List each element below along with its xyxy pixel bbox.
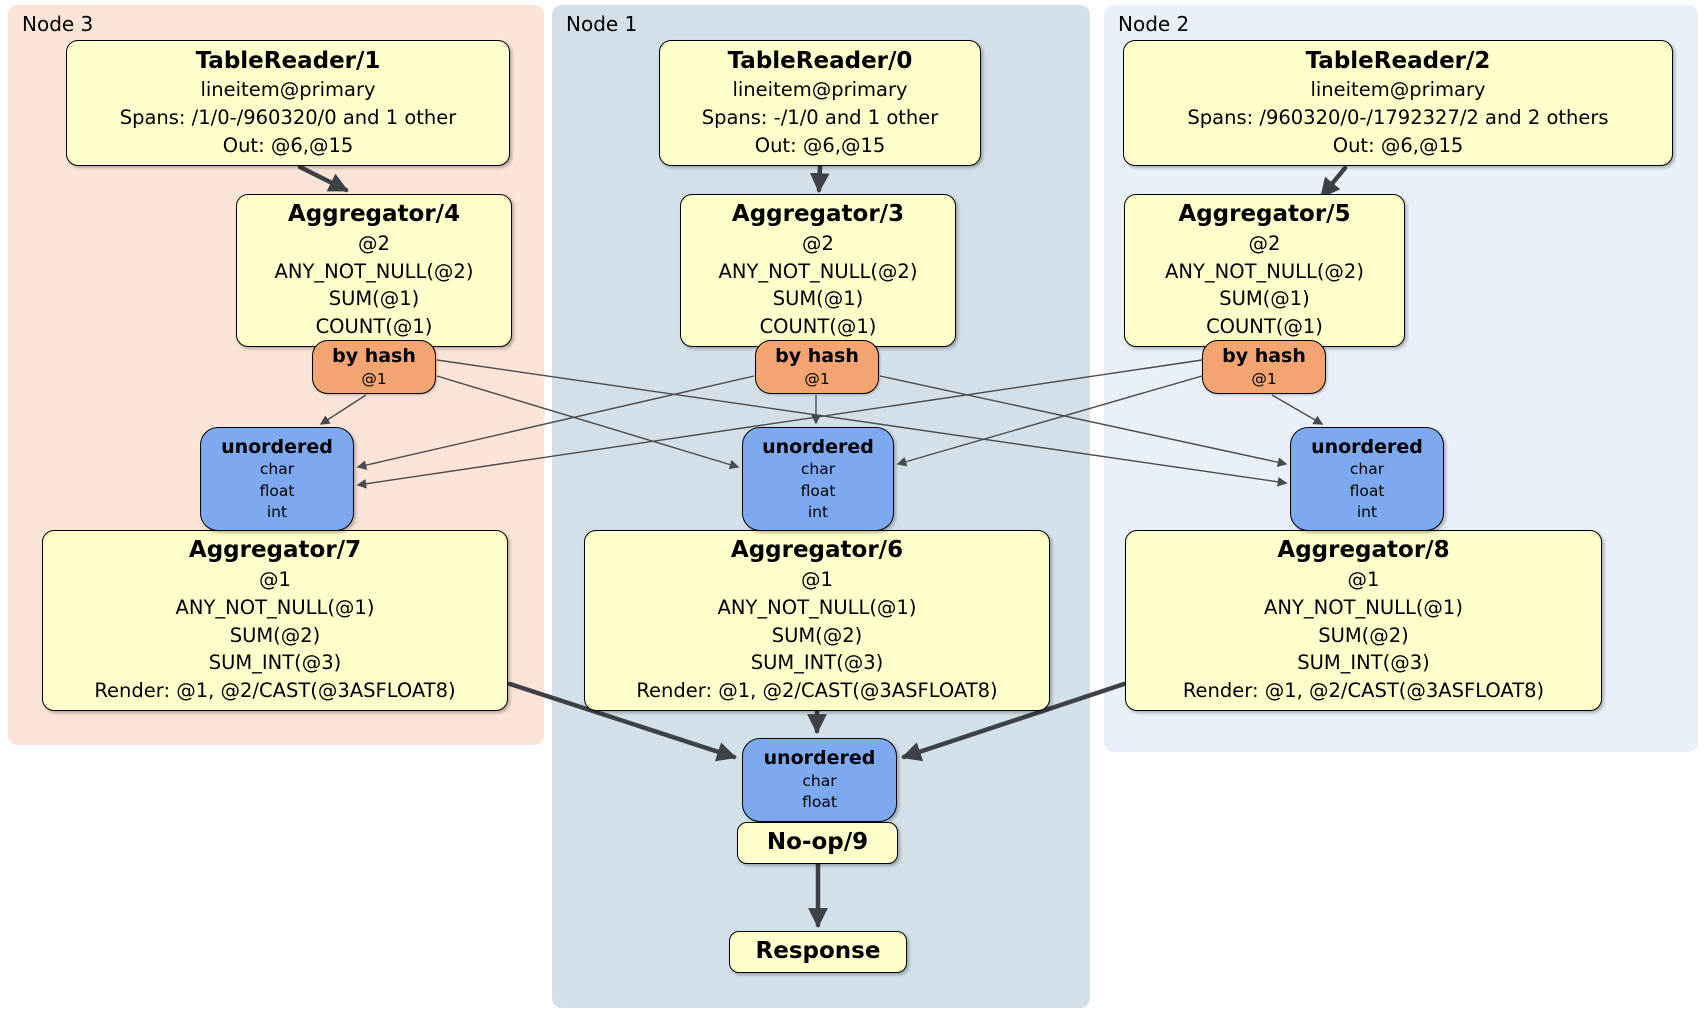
- hash-router-node1-title: by hash: [775, 344, 859, 367]
- hash-router-node1: by hash @1: [755, 340, 879, 394]
- aggregator-7-title: Aggregator/7: [188, 537, 362, 564]
- aggregator-3-box: Aggregator/3 @2 ANY_NOT_NULL(@2) SUM(@1)…: [680, 194, 956, 347]
- aggregator-8-title: Aggregator/8: [1277, 537, 1450, 564]
- edge-hash1-sync3: [356, 375, 755, 470]
- aggregator-6-detail: @1 ANY_NOT_NULL(@1) SUM(@2) SUM_INT(@3) …: [636, 568, 998, 702]
- noop-9-title: No-op/9: [766, 829, 869, 856]
- hash-router-node3-key: @1: [361, 369, 387, 388]
- tablereader-2-box: TableReader/2 lineitem@primary Spans: /9…: [1123, 40, 1673, 166]
- aggregator-8-detail: @1 ANY_NOT_NULL(@1) SUM(@2) SUM_INT(@3) …: [1182, 568, 1545, 702]
- unordered-sync-node2: unordered char float int: [1290, 427, 1444, 531]
- edge-hash1-sync2: [879, 375, 1288, 468]
- node3-label: Node 3: [22, 12, 94, 36]
- aggregator-4-detail: @2 ANY_NOT_NULL(@2) SUM(@1) COUNT(@1): [274, 232, 474, 339]
- hash-router-node3: by hash @1: [312, 340, 436, 394]
- aggregator-5-detail: @2 ANY_NOT_NULL(@2) SUM(@1) COUNT(@1): [1165, 232, 1364, 339]
- unordered-sync-node3: unordered char float int: [200, 427, 354, 531]
- unordered-sync-node1-title: unordered: [762, 435, 874, 458]
- edge-hash3-sync3: [319, 394, 367, 425]
- aggregator-7-box: Aggregator/7 @1 ANY_NOT_NULL(@1) SUM(@2)…: [42, 530, 508, 711]
- edge-tablereader0-aggregator3: [809, 164, 830, 193]
- unordered-sync-node3-title: unordered: [221, 435, 333, 458]
- tablereader-1-title: TableReader/1: [195, 47, 381, 74]
- edge-aggregator8-final-sync: [901, 681, 1127, 762]
- hash-router-node2-title: by hash: [1222, 344, 1306, 367]
- unordered-sync-node2-title: unordered: [1311, 435, 1423, 458]
- aggregator-8-box: Aggregator/8 @1 ANY_NOT_NULL(@1) SUM(@2)…: [1125, 530, 1602, 711]
- edge-tablereader2-aggregator5: [1319, 165, 1348, 199]
- aggregator-7-detail: @1 ANY_NOT_NULL(@1) SUM(@2) SUM_INT(@3) …: [94, 568, 456, 702]
- edge-tablereader1-aggregator4: [297, 164, 349, 193]
- unordered-sync-node2-types: char float int: [1349, 460, 1385, 522]
- hash-router-node3-title: by hash: [332, 344, 416, 367]
- unordered-sync-node1-types: char float int: [800, 460, 836, 522]
- aggregator-6-box: Aggregator/6 @1 ANY_NOT_NULL(@1) SUM(@2)…: [584, 530, 1050, 711]
- tablereader-1-box: TableReader/1 lineitem@primary Spans: /1…: [66, 40, 510, 166]
- tablereader-1-detail: lineitem@primary Spans: /1/0-/960320/0 a…: [119, 78, 457, 157]
- tablereader-2-title: TableReader/2: [1305, 47, 1491, 74]
- hash-router-node2: by hash @1: [1202, 340, 1326, 394]
- hash-router-node2-key: @1: [1251, 369, 1277, 388]
- aggregator-5-box: Aggregator/5 @2 ANY_NOT_NULL(@2) SUM(@1)…: [1124, 194, 1405, 347]
- node2-label: Node 2: [1118, 12, 1190, 36]
- response-title: Response: [755, 938, 881, 965]
- aggregator-3-detail: @2 ANY_NOT_NULL(@2) SUM(@1) COUNT(@1): [718, 232, 918, 339]
- edge-hash3-sync1: [436, 375, 740, 470]
- unordered-sync-node1: unordered char float int: [742, 427, 894, 531]
- edge-hash2-sync1: [896, 375, 1203, 467]
- unordered-sync-node3-types: char float int: [259, 460, 295, 522]
- edge-hash3-sync2: [436, 359, 1288, 487]
- noop-9-box: No-op/9: [737, 822, 898, 864]
- edge-hash2-sync3: [356, 359, 1203, 489]
- node1-label: Node 1: [566, 12, 638, 36]
- final-unordered-sync-types: char float: [802, 771, 837, 812]
- response-box: Response: [729, 931, 907, 973]
- tablereader-0-box: TableReader/0 lineitem@primary Spans: -/…: [659, 40, 981, 166]
- aggregator-6-title: Aggregator/6: [730, 537, 904, 564]
- aggregator-4-box: Aggregator/4 @2 ANY_NOT_NULL(@2) SUM(@1)…: [236, 194, 512, 347]
- aggregator-5-title: Aggregator/5: [1178, 201, 1351, 228]
- tablereader-0-detail: lineitem@primary Spans: -/1/0 and 1 othe…: [701, 78, 939, 157]
- final-unordered-sync-title: unordered: [763, 747, 876, 770]
- aggregator-3-title: Aggregator/3: [731, 201, 905, 228]
- final-unordered-sync: unordered char float: [742, 738, 897, 822]
- aggregator-4-title: Aggregator/4: [287, 201, 461, 228]
- edge-aggregator7-final-sync: [507, 681, 737, 762]
- tablereader-2-detail: lineitem@primary Spans: /960320/0-/17923…: [1187, 78, 1609, 157]
- edge-hash2-sync2: [1271, 394, 1324, 425]
- hash-router-node1-key: @1: [804, 369, 830, 388]
- tablereader-0-title: TableReader/0: [727, 47, 913, 74]
